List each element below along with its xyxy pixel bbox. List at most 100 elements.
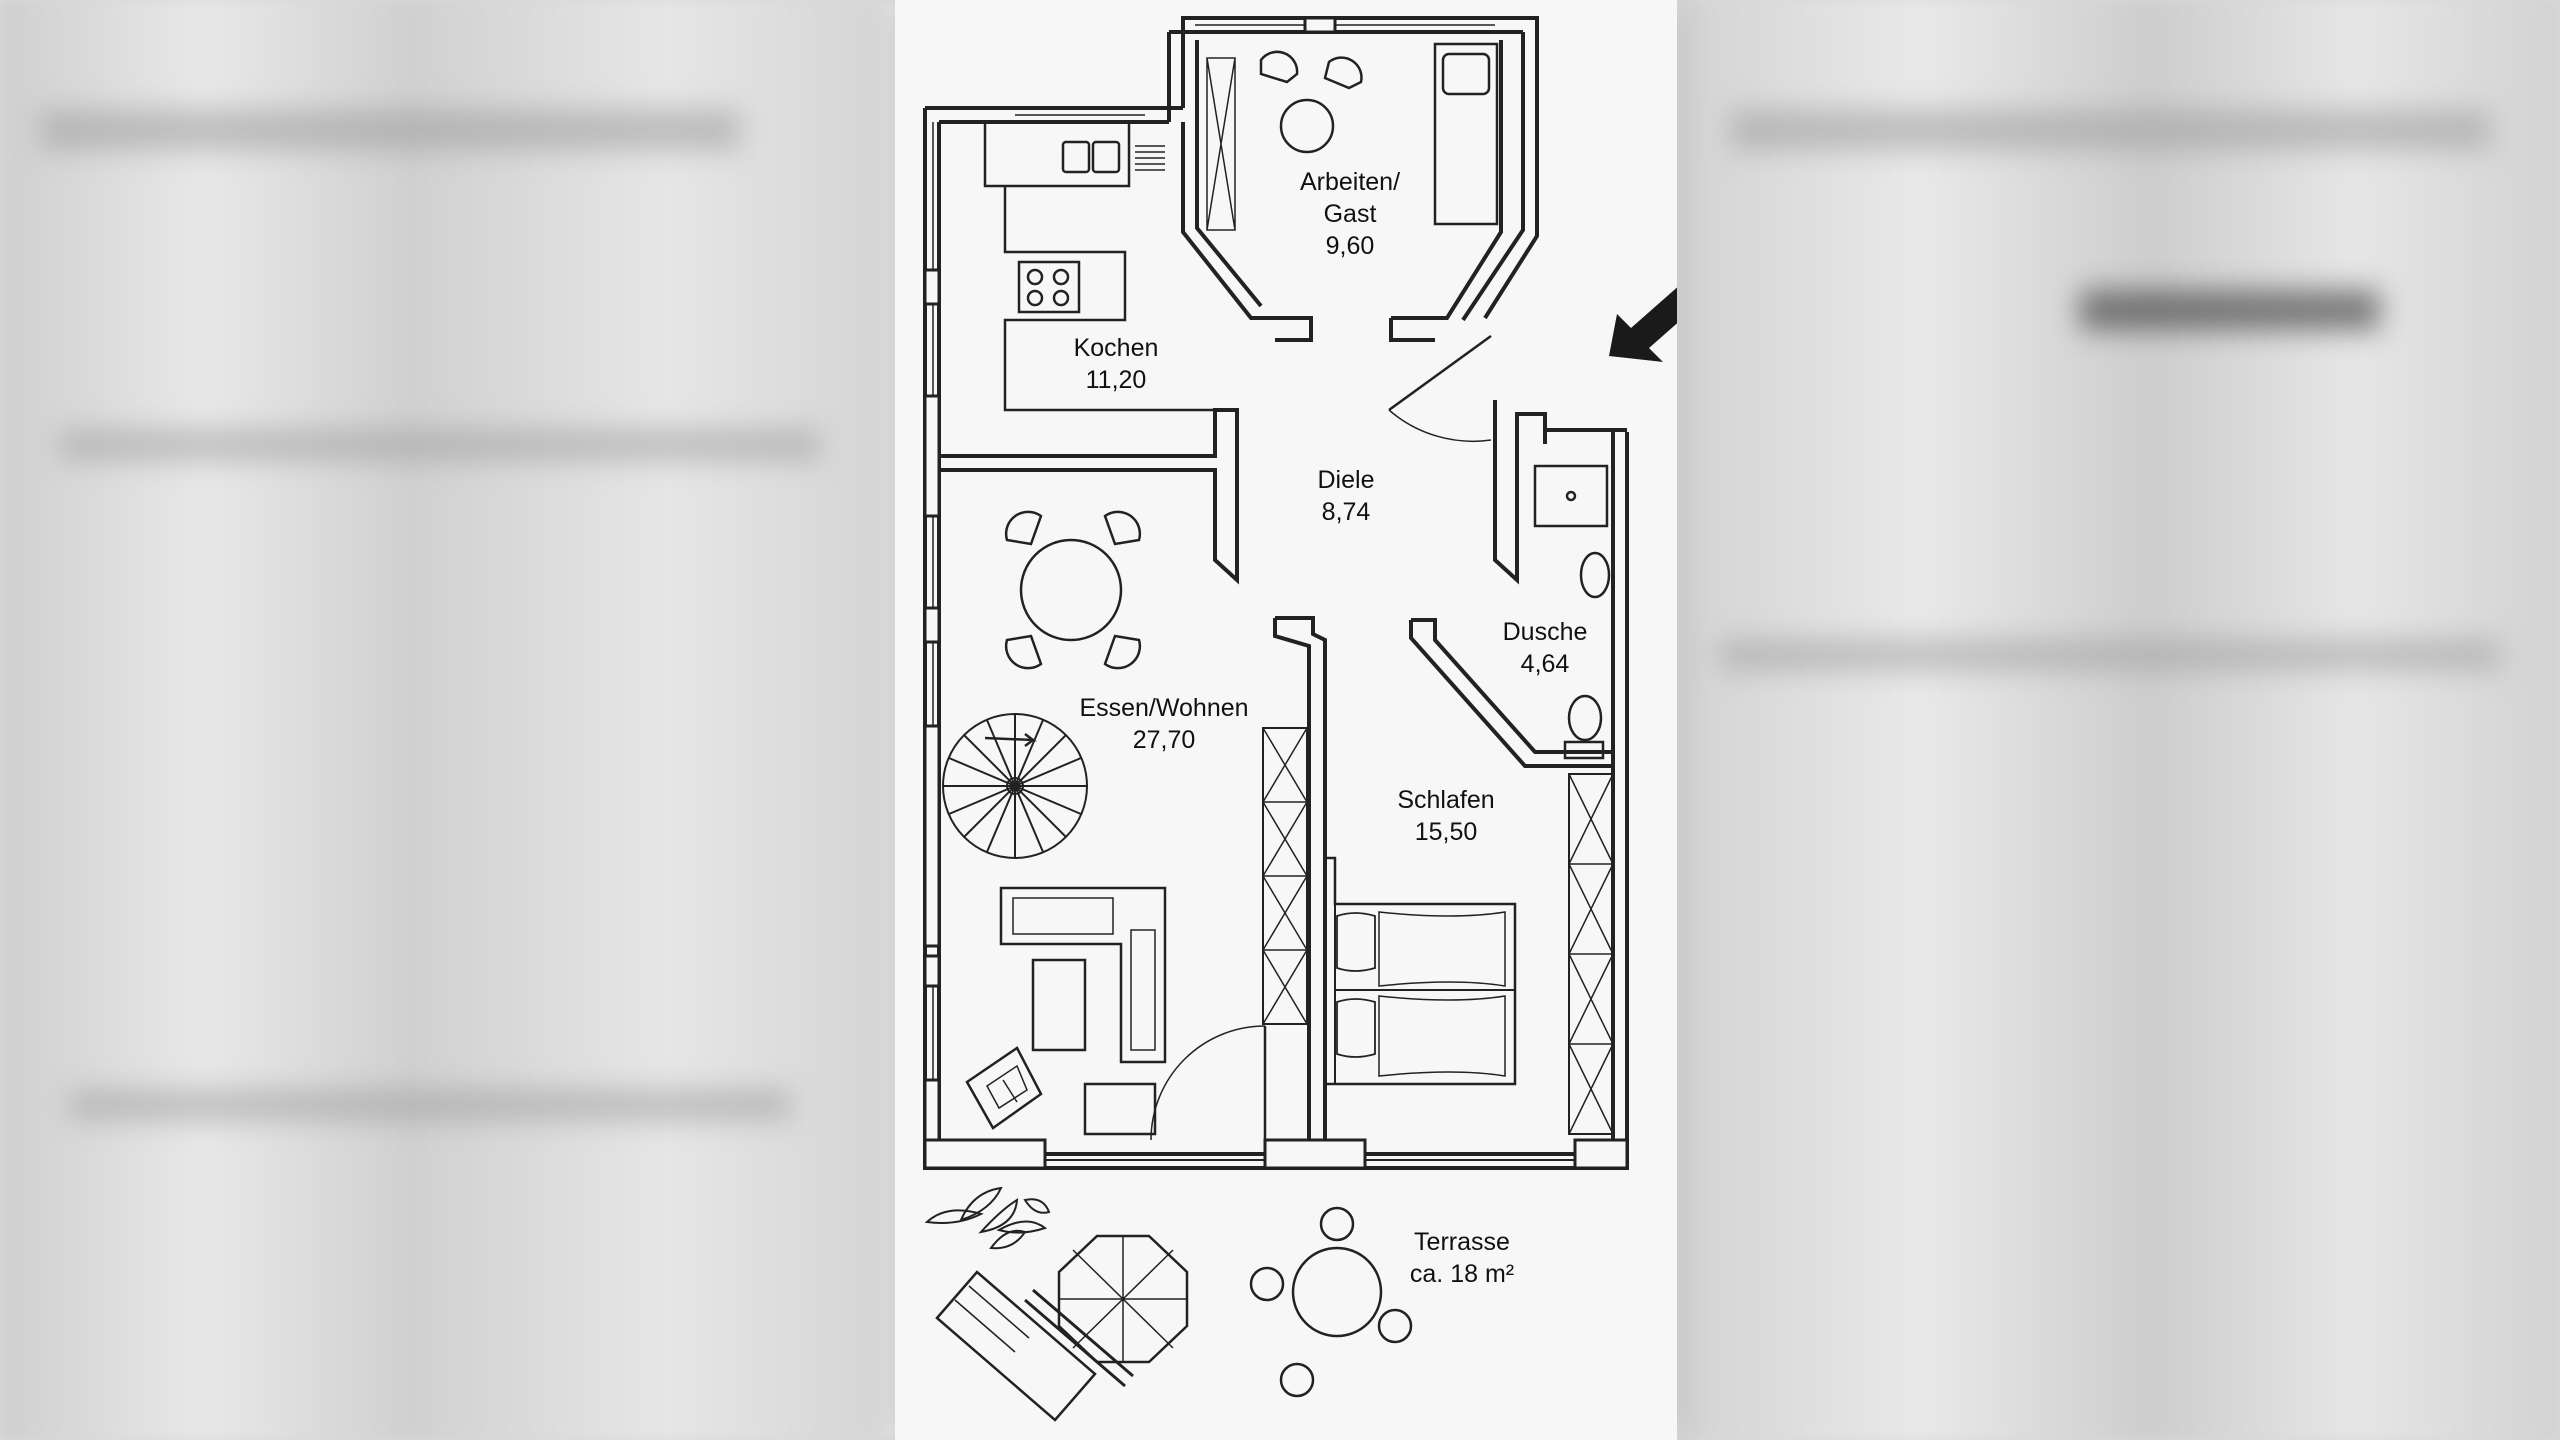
chair	[1103, 510, 1142, 546]
kitchen-counter	[1003, 186, 1215, 412]
cabinet	[1206, 57, 1236, 231]
washbasin	[1579, 551, 1611, 599]
armchair	[965, 1046, 1043, 1130]
spiral-stair-icon	[942, 713, 1088, 859]
interior-wall	[1411, 618, 1613, 754]
armchair-detail	[986, 1064, 1028, 1110]
toilet	[1567, 694, 1603, 742]
terrace-door	[1045, 1153, 1575, 1161]
bed-divider	[1334, 904, 1515, 1084]
room-name: Kochen	[1073, 334, 1159, 362]
floor-plan-drawing	[923, 16, 1677, 1422]
sun-lounger-icon	[935, 1270, 1134, 1422]
tv-stand	[1083, 1082, 1157, 1136]
interior-wall	[1181, 122, 1313, 342]
wall-pier	[923, 268, 941, 306]
entry-door	[1388, 334, 1492, 412]
terrace-chair	[1377, 1308, 1413, 1344]
room-area: 27,70	[1132, 726, 1196, 754]
blurred-shape	[2080, 290, 2380, 330]
shower-tray	[1533, 464, 1609, 528]
chair	[1004, 510, 1043, 546]
wall-pier	[923, 724, 941, 948]
room-area: ca. 18 m²	[1409, 1260, 1515, 1288]
room-area: 15,50	[1414, 818, 1478, 846]
living-door-swing	[1150, 1025, 1266, 1141]
pillow	[1441, 52, 1491, 96]
wall-pier	[923, 394, 941, 518]
blanket	[1378, 911, 1506, 987]
blanket	[1378, 995, 1506, 1077]
blurred-shape	[60, 430, 820, 460]
desk-table	[1279, 98, 1335, 154]
room-name: Arbeiten/	[1299, 168, 1401, 196]
double-bed	[1325, 856, 1517, 1086]
room-name-line2: Gast	[1323, 200, 1377, 228]
pillow	[1336, 998, 1376, 1058]
interior-wall	[1389, 318, 1435, 342]
outer-wall	[925, 106, 1183, 124]
room-name: Diele	[1317, 466, 1375, 494]
interior-wall	[1391, 40, 1503, 320]
interior-wall	[1275, 616, 1327, 1154]
terrace-chair	[1319, 1206, 1355, 1242]
stove-burner	[1052, 268, 1070, 286]
chair	[1004, 634, 1043, 670]
sofa	[999, 886, 1167, 1064]
wall-pier	[1263, 1138, 1367, 1170]
room-name: Dusche	[1502, 618, 1588, 646]
plant-icon	[924, 1186, 1051, 1250]
interior-wall	[939, 408, 1239, 585]
dining-table	[1019, 538, 1123, 642]
room-name: Schlafen	[1397, 786, 1495, 814]
interior-wall	[1195, 40, 1263, 308]
blurred-shape	[70, 1090, 790, 1120]
interior-wall	[1273, 618, 1311, 1154]
wall-pier	[1573, 1138, 1629, 1170]
stove	[1017, 260, 1081, 314]
wall-pier	[923, 1138, 1047, 1170]
entrance-arrow-icon	[1607, 262, 1677, 362]
wardrobe-crosses	[1568, 773, 1614, 1135]
room-label-diele: Diele 8,74	[1318, 464, 1375, 528]
blurred-shape	[40, 110, 740, 150]
pillow	[1336, 912, 1376, 972]
sofa-cushions	[1012, 897, 1156, 1051]
outer-wall	[1167, 16, 1539, 122]
sink	[1061, 140, 1091, 174]
chair	[1323, 56, 1363, 90]
room-label-terrasse: Terrasse ca. 18 m²	[1410, 1226, 1514, 1290]
wall-pier	[1303, 16, 1337, 34]
stair-arrow	[984, 733, 1037, 747]
room-label-kochen: Kochen 11,20	[1074, 332, 1159, 396]
terrace-chair	[1249, 1266, 1285, 1302]
stove-burner	[1026, 289, 1044, 307]
room-area: 9,60	[1325, 232, 1375, 260]
terrace-table	[1291, 1246, 1383, 1338]
entry-door-swing	[1388, 409, 1492, 443]
sink	[1091, 140, 1121, 174]
coffee-table	[1031, 958, 1087, 1052]
guest-bed	[1433, 42, 1499, 226]
room-area: 8,74	[1321, 498, 1371, 526]
room-label-schlafen: Schlafen 15,50	[1397, 784, 1494, 848]
chair	[1259, 50, 1299, 84]
floor-plan-sheet: Arbeiten/ Gast 9,60 Kochen 11,20 Diele 8…	[895, 0, 1677, 1440]
shower-drain	[1565, 490, 1577, 502]
room-area: 11,20	[1085, 366, 1147, 394]
room-name: Essen/Wohnen	[1079, 694, 1249, 722]
room-label-essen-wohnen: Essen/Wohnen 27,70	[1079, 692, 1248, 756]
room-label-arbeiten: Arbeiten/ Gast 9,60	[1300, 166, 1400, 262]
outer-wall	[1461, 32, 1539, 322]
wardrobe-crosses	[1262, 727, 1308, 1025]
stove-burner	[1052, 289, 1070, 307]
toilet-tank	[1563, 740, 1605, 760]
kitchen-counter	[983, 122, 1131, 188]
stove-burner	[1026, 268, 1044, 286]
chair	[1103, 634, 1142, 670]
wall-pier	[923, 954, 941, 988]
room-name: Terrasse	[1414, 1228, 1510, 1256]
interior-wall	[1409, 620, 1613, 768]
room-area: 4,64	[1520, 650, 1570, 678]
room-label-dusche: Dusche 4,64	[1503, 616, 1588, 680]
